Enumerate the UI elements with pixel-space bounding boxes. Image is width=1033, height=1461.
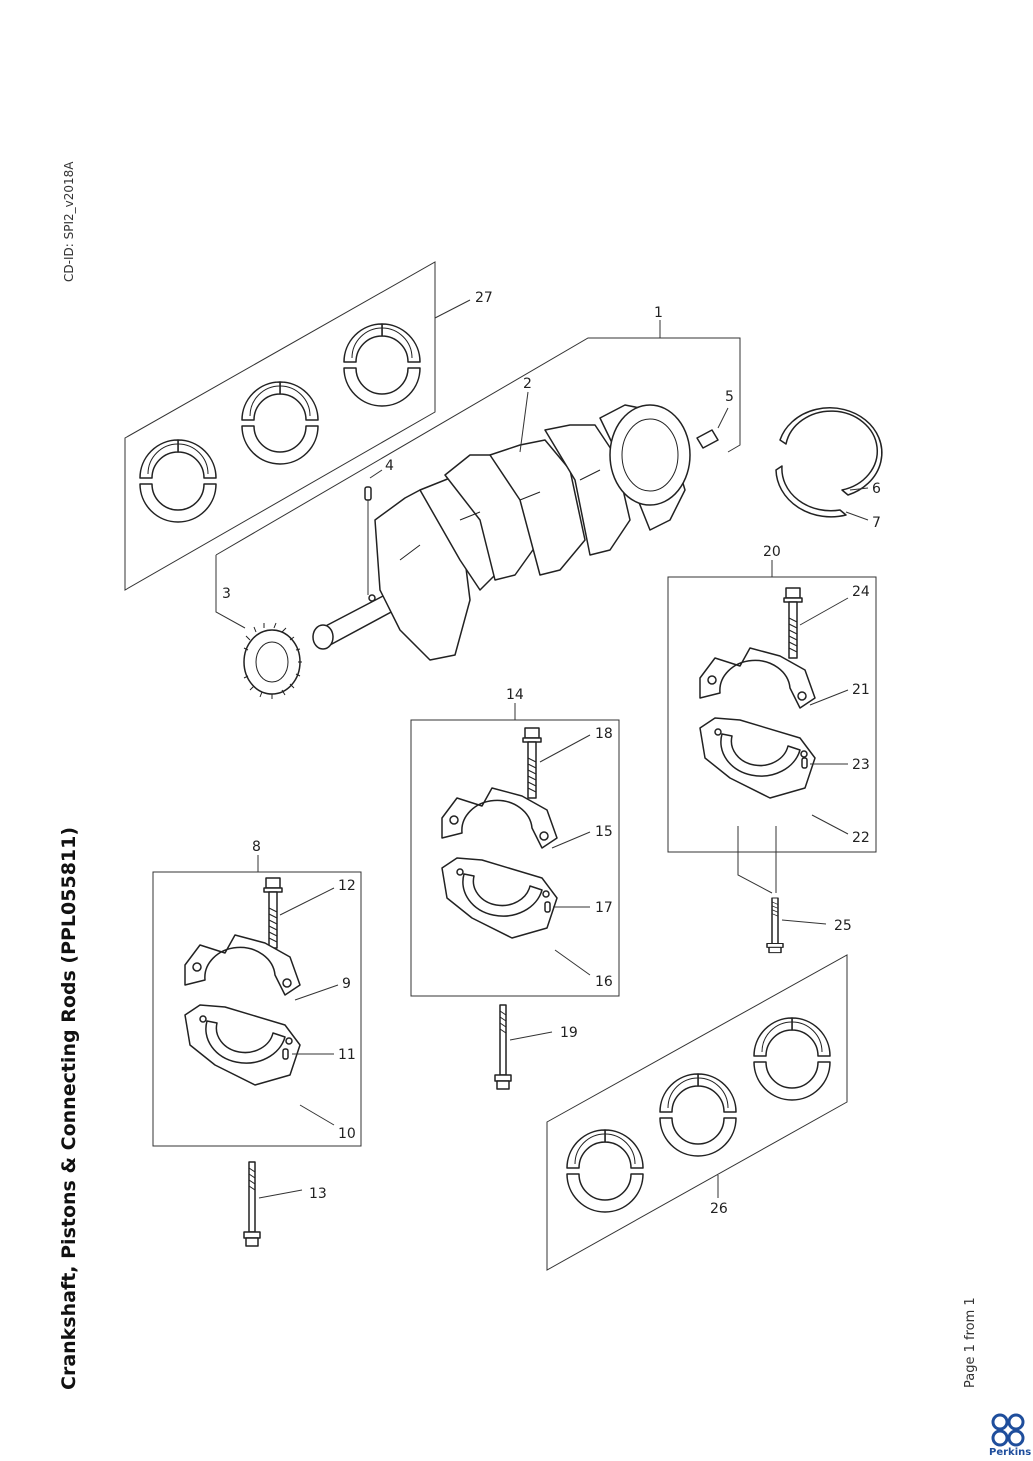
dowel-23	[801, 757, 808, 769]
callout-25: 25	[834, 918, 852, 934]
rod-cap-20	[699, 647, 816, 799]
callout-1: 1	[654, 305, 663, 321]
callout-12: 12	[338, 878, 356, 894]
callout-10: 10	[338, 1126, 356, 1142]
page-indicator: Page 1 from 1	[963, 1297, 978, 1388]
bracket-1	[215, 337, 741, 556]
callout-24: 24	[852, 584, 870, 600]
callout-15: 15	[595, 824, 613, 840]
bolt-19	[494, 1004, 512, 1090]
callout-7: 7	[872, 515, 881, 531]
callout-3: 3	[222, 586, 231, 602]
bearing-shell-26c	[753, 1017, 831, 1101]
callout-6: 6	[872, 481, 881, 497]
dowel-17	[544, 901, 551, 913]
bolt-24	[783, 587, 803, 659]
frame-14	[410, 719, 620, 997]
callout-4: 4	[385, 458, 394, 474]
pilot-bush-5	[696, 429, 719, 449]
callout-27: 27	[475, 290, 493, 306]
perkins-logo-icon	[991, 1413, 1025, 1447]
page-title: Crankshaft, Pistons & Connecting Rods (P…	[58, 826, 80, 1390]
callout-21: 21	[852, 682, 870, 698]
callout-19: 19	[560, 1025, 578, 1041]
dowel-pin-4	[364, 486, 372, 501]
bearing-shell-26a	[566, 1129, 644, 1213]
bearing-shell-27b	[241, 381, 319, 465]
thrust-washers	[775, 407, 883, 518]
callout-22: 22	[852, 830, 870, 846]
bearing-shell-27a	[139, 439, 217, 523]
frame-26	[546, 954, 848, 1271]
callout-8: 8	[252, 839, 261, 855]
callout-13: 13	[309, 1186, 327, 1202]
bearing-shell-26b	[659, 1073, 737, 1157]
rod-cap-14	[441, 787, 558, 939]
callout-16: 16	[595, 974, 613, 990]
callout-5: 5	[725, 389, 734, 405]
frame-8	[152, 871, 362, 1147]
bolt-12	[263, 877, 283, 949]
crankshaft	[312, 404, 691, 661]
rod-cap-8	[184, 934, 301, 1086]
frame-20	[667, 576, 877, 853]
brand-name: Perkins	[989, 1447, 1032, 1458]
callout-18: 18	[595, 726, 613, 742]
callout-17: 17	[595, 900, 613, 916]
callout-9: 9	[342, 976, 351, 992]
bearing-shell-27c	[343, 323, 421, 407]
frame-27	[124, 261, 436, 591]
bolt-18	[522, 727, 542, 799]
callout-2: 2	[523, 376, 532, 392]
bolt-13	[243, 1161, 261, 1247]
crankshaft-gear-3	[243, 622, 302, 699]
dowel-11	[282, 1048, 289, 1060]
callout-11: 11	[338, 1047, 356, 1063]
bolt-25	[766, 897, 784, 954]
callout-23: 23	[852, 757, 870, 773]
callout-26: 26	[710, 1201, 728, 1217]
callout-20: 20	[763, 544, 781, 560]
cd-id-label: CD-ID: SPI2_v2018A	[62, 161, 76, 282]
callout-14: 14	[506, 687, 524, 703]
